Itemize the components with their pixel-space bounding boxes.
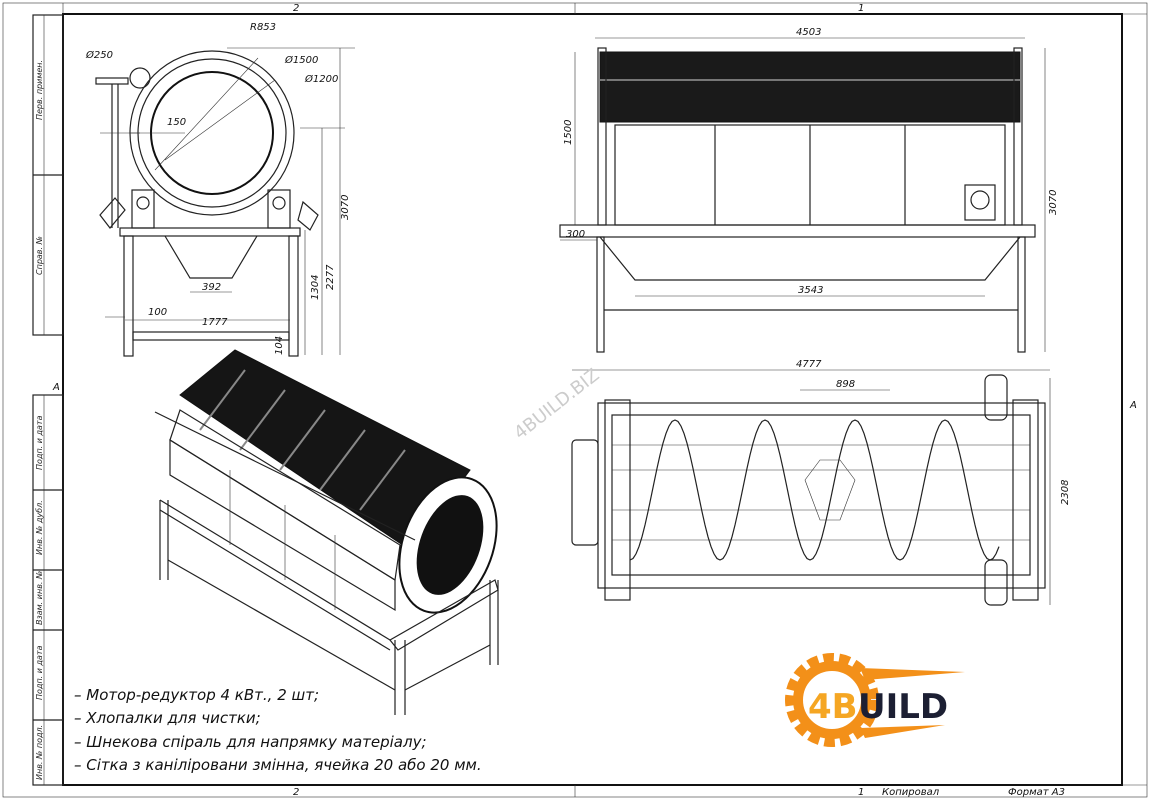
dim-d1500: Ø1500: [284, 54, 318, 66]
dim-1304: 1304: [310, 275, 321, 300]
side-view: [559, 37, 1046, 353]
dim-100: 100: [148, 307, 167, 318]
side-stamp: [32, 14, 64, 786]
dim-150: 150: [167, 117, 186, 128]
dim-104: 104: [274, 336, 285, 355]
zone-label: 2: [293, 3, 299, 14]
top-view: [571, 369, 1051, 606]
dim-898: 898: [836, 379, 855, 390]
stamp-label: Инв. № дубл.: [35, 500, 44, 555]
dim-300: 300: [566, 229, 585, 240]
dim-3070: 3070: [340, 195, 351, 220]
note-line: – Шнекова спіраль для напрямку матеріалу…: [74, 733, 427, 751]
zone-label: A: [52, 382, 60, 393]
company-logo: 4B UILD: [785, 653, 965, 747]
dim-r853: R853: [250, 22, 276, 33]
zone-label: 2: [293, 787, 299, 798]
dim-2308: 2308: [1060, 480, 1071, 505]
zone-label: 1: [858, 3, 864, 14]
dim-4777: 4777: [796, 359, 822, 370]
stamp-label: Подп. и дата: [35, 415, 44, 470]
dim-3070-side: 3070: [1048, 190, 1059, 215]
note-line: – Хлопалки для чистки;: [74, 709, 261, 727]
copied-label: Копировал: [882, 787, 940, 798]
dim-3543: 3543: [798, 285, 823, 296]
stamp-label: Инв. № подл.: [35, 725, 44, 780]
dim-d250: Ø250: [85, 49, 113, 61]
note-line: – Мотор-редуктор 4 кВт., 2 шт;: [74, 686, 320, 704]
dim-d1200: Ø1200: [304, 73, 338, 85]
auger-spiral: [629, 419, 1000, 561]
dim-2277: 2277: [325, 264, 336, 290]
logo-part1: 4B: [808, 687, 858, 727]
stamp-label: Взам. инв. №: [35, 571, 44, 625]
stamp-label: Перв. примен.: [35, 60, 44, 120]
dim-1777: 1777: [202, 317, 228, 328]
stamp-label: Справ. №: [35, 236, 44, 275]
watermark: 4BUILD.BIZ: [510, 365, 603, 444]
dim-4503: 4503: [796, 27, 821, 38]
isometric-view: [154, 349, 499, 715]
front-view: [95, 47, 355, 357]
dim-392: 392: [202, 282, 221, 293]
format-label: Формат А3: [1008, 787, 1065, 798]
logo-part2: UILD: [858, 687, 948, 727]
zone-label: 1: [858, 787, 864, 798]
stamp-label: Подп. и дата: [35, 645, 44, 700]
dim-1500: 1500: [563, 120, 574, 145]
note-line: – Сітка з каніліровани змінна, ячейка 20…: [74, 756, 482, 774]
zone-label: A: [1129, 400, 1137, 411]
